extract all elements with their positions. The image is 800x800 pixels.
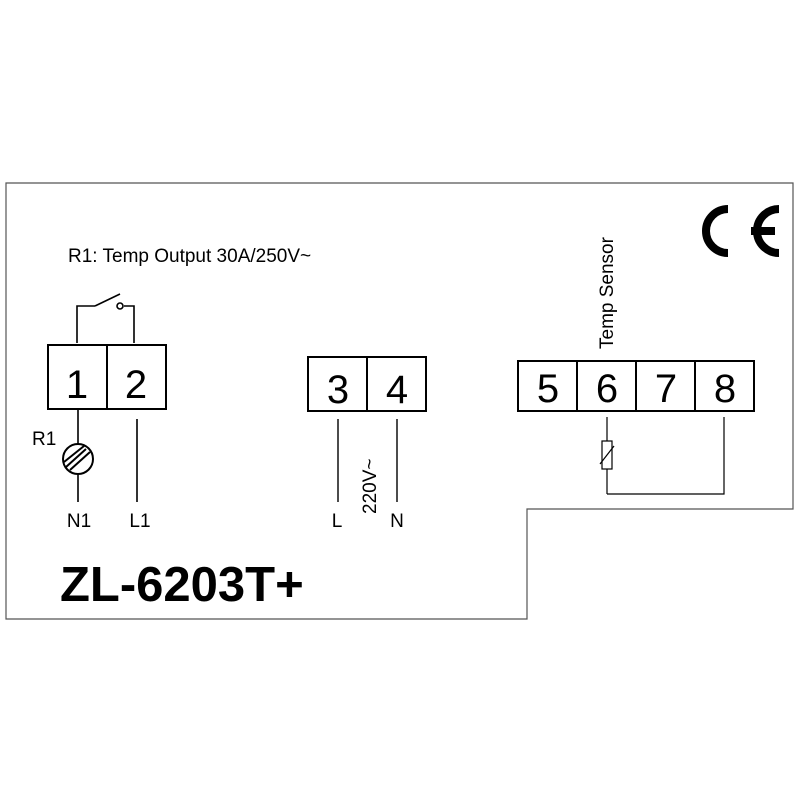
switch-contact-icon bbox=[76, 293, 135, 343]
terminal-5: 5 bbox=[537, 367, 559, 411]
n-label: N bbox=[390, 511, 404, 532]
ce-mark-icon bbox=[702, 205, 780, 257]
terminal-4: 4 bbox=[386, 368, 408, 412]
device-outline bbox=[5, 182, 794, 620]
terminal-8: 8 bbox=[714, 367, 736, 411]
model-name: ZL-6203T+ bbox=[60, 558, 304, 612]
temp-sensor-label: Temp Sensor bbox=[597, 236, 618, 349]
thermistor-icon bbox=[599, 440, 615, 470]
sensor-wiring bbox=[606, 417, 725, 495]
terminal-block-relay: 1 2 bbox=[47, 344, 167, 410]
terminal-3: 3 bbox=[327, 368, 349, 412]
compressor-load-icon bbox=[62, 443, 94, 475]
terminal-block-sensor: 5 6 7 8 bbox=[517, 360, 755, 412]
n1-label: N1 bbox=[67, 511, 91, 532]
terminal-2: 2 bbox=[125, 363, 147, 407]
voltage-label: 220V~ bbox=[360, 459, 381, 514]
l-label: L bbox=[332, 511, 343, 532]
terminal-1: 1 bbox=[66, 363, 88, 407]
terminal-block-power: 3 4 bbox=[307, 356, 427, 412]
r1-label: R1 bbox=[32, 429, 56, 450]
relay-output-label: R1: Temp Output 30A/250V~ bbox=[68, 246, 311, 267]
terminal-7: 7 bbox=[655, 367, 677, 411]
terminal-6: 6 bbox=[596, 367, 618, 411]
l1-label: L1 bbox=[129, 511, 150, 532]
